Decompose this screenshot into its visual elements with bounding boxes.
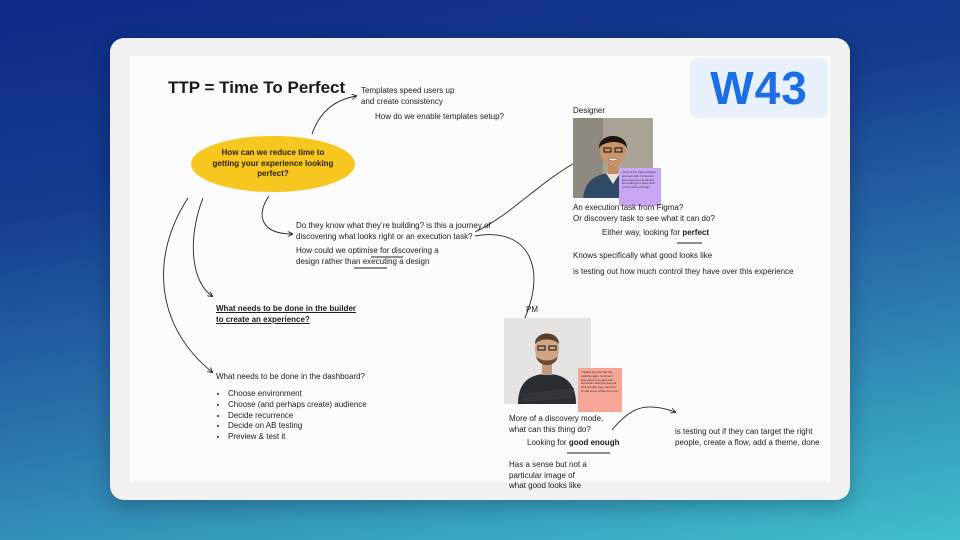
discovering-word: discovering bbox=[391, 246, 433, 255]
arrow-to-pm bbox=[474, 234, 535, 328]
designer-task-note[interactable]: An execution task from Figma? Or discove… bbox=[573, 203, 715, 224]
connector-arrows bbox=[163, 56, 702, 454]
whiteboard-canvas: TTP = Time To Perfect How can we reduce … bbox=[130, 56, 830, 490]
builder-question[interactable]: What needs to be done in the builder to … bbox=[216, 304, 356, 325]
arrow-to-templates bbox=[311, 96, 356, 135]
builder-line-1: What needs to be done in the builder bbox=[216, 304, 357, 313]
pm-quote-sticky[interactable]: “Initially we just had the walkthroughs,… bbox=[578, 368, 622, 412]
dashboard-list: Choose environment Choose (and perhaps c… bbox=[216, 389, 367, 443]
dashboard-question[interactable]: What needs to be done in the dashboard? bbox=[216, 372, 365, 381]
list-item: Decide on AB testing bbox=[228, 421, 367, 432]
designer-label: Designer bbox=[573, 106, 606, 115]
designer-looking-for[interactable]: Either way, looking for perfect bbox=[602, 228, 709, 239]
arrow-to-dashboard bbox=[163, 197, 212, 372]
templates-note[interactable]: Templates speed users up and create cons… bbox=[361, 86, 454, 107]
designer-line-2: Or discovery task to see what it can do? bbox=[573, 213, 715, 223]
optimise-text-c: design rather than bbox=[296, 256, 363, 266]
arrow-to-designer bbox=[474, 160, 580, 233]
list-item: Choose (and perhaps create) audience bbox=[228, 400, 367, 411]
templates-line-1: Templates speed users up bbox=[361, 86, 455, 95]
pm-target-line-1: is testing out if they can target the ri… bbox=[675, 427, 813, 436]
arrow-to-builder bbox=[192, 197, 212, 296]
pm-target-line-2: people, create a flow, add a theme, done bbox=[675, 437, 820, 447]
pm-sense-note[interactable]: Has a sense but not a particular image o… bbox=[509, 460, 587, 492]
arrow-to-journey bbox=[261, 195, 292, 234]
executing-word: executing bbox=[362, 256, 397, 266]
week-badge: W43 bbox=[690, 58, 828, 118]
designer-looking-text: Either way, looking for bbox=[602, 228, 683, 237]
journey-note[interactable]: Do they know what they’re building? is t… bbox=[296, 221, 491, 242]
pm-target-note[interactable]: is testing out if they can target the ri… bbox=[675, 427, 820, 448]
builder-line-2: to create an experience? bbox=[216, 314, 310, 324]
pm-sense-line-1: Has a sense but not a bbox=[509, 460, 587, 469]
templates-followup[interactable]: How do we enable templates setup? bbox=[375, 112, 504, 121]
central-question-text: How can we reduce time to getting your e… bbox=[212, 148, 334, 179]
list-item: Preview & test it bbox=[228, 432, 367, 443]
central-question-oval[interactable]: How can we reduce time to getting your e… bbox=[191, 136, 355, 192]
optimise-text-b: a bbox=[432, 246, 439, 255]
pm-discovery-note[interactable]: More of a discovery mode, what can this … bbox=[509, 414, 603, 435]
designer-testing-note[interactable]: is testing out how much control they hav… bbox=[573, 267, 794, 276]
list-item: Choose environment bbox=[228, 389, 367, 400]
list-item: Decide recurrence bbox=[228, 411, 367, 422]
page-title: TTP = Time To Perfect bbox=[168, 78, 346, 97]
templates-line-2: and create consistency bbox=[361, 96, 443, 106]
optimise-question[interactable]: How could we optimise for discovering a … bbox=[296, 246, 439, 267]
arrow-to-target bbox=[611, 406, 675, 431]
perfect-word: perfect bbox=[682, 228, 710, 237]
pm-portrait-image bbox=[504, 318, 591, 404]
journey-line-2: discovering what looks right or an execu… bbox=[296, 231, 473, 241]
designer-knows-note[interactable]: Knows specifically what good looks like bbox=[573, 251, 713, 260]
optimise-text-a: How could we optimise for bbox=[296, 246, 392, 255]
pm-looking-text: Looking for bbox=[527, 438, 569, 447]
designer-quote-sticky[interactable]: “One of the main reasons we went with Un… bbox=[619, 168, 661, 206]
designer-line-1: An execution task from Figma? bbox=[573, 203, 684, 212]
board-card: TTP = Time To Perfect How can we reduce … bbox=[110, 38, 850, 500]
optimise-text-d: a design bbox=[396, 256, 430, 266]
journey-line-1: Do they know what they’re building? is t… bbox=[296, 221, 491, 230]
pm-sense-line-2: particular image of bbox=[509, 470, 575, 480]
pm-sense-line-3: what good looks like bbox=[509, 481, 582, 490]
pm-line-1: More of a discovery mode, bbox=[509, 414, 604, 423]
pm-label: PM bbox=[526, 305, 538, 314]
pm-photo[interactable] bbox=[504, 318, 591, 404]
pm-line-2: what can this thing do? bbox=[509, 424, 591, 434]
pm-looking-for[interactable]: Looking for good enough bbox=[527, 438, 619, 449]
good-enough-word: good enough bbox=[568, 438, 620, 447]
